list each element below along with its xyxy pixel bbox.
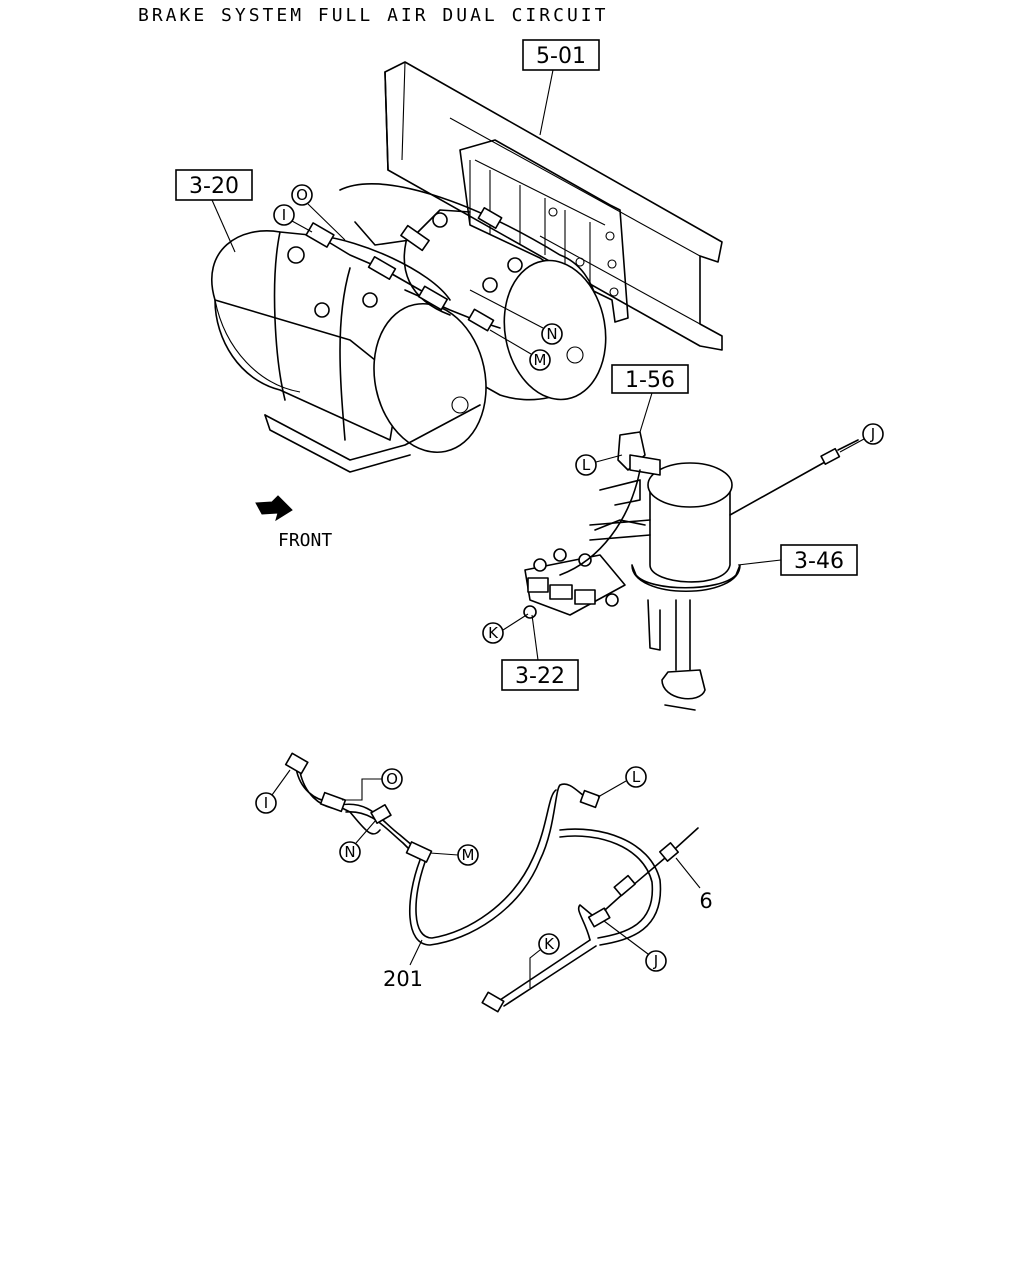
callout-n-lower[interactable]: N xyxy=(339,841,361,863)
ref-box-air-tanks[interactable]: 3-20 xyxy=(175,169,253,201)
leader-air-dryer xyxy=(737,559,782,566)
callout-o-lower[interactable]: O xyxy=(381,768,403,790)
svg-text:J: J xyxy=(653,952,658,970)
ref-label-frame: 5-01 xyxy=(536,44,586,69)
air-dryer-assembly xyxy=(523,431,859,711)
svg-text:N: N xyxy=(344,843,355,861)
callout-j-lower[interactable]: J xyxy=(645,950,667,972)
front-label: FRONT xyxy=(278,530,332,551)
svg-text:K: K xyxy=(544,935,555,953)
svg-text:J: J xyxy=(870,425,875,443)
front-arrow-icon xyxy=(255,495,293,522)
ref-label-relay: 1-56 xyxy=(625,368,675,393)
svg-text:O: O xyxy=(296,186,308,204)
svg-text:M: M xyxy=(462,846,475,864)
air-tanks xyxy=(211,183,607,473)
callout-l-upper[interactable]: L xyxy=(575,454,597,476)
ref-box-relay[interactable]: 1-56 xyxy=(611,364,689,394)
svg-text:M: M xyxy=(534,351,547,369)
callout-m-upper[interactable]: M xyxy=(529,349,551,371)
svg-text:I: I xyxy=(282,206,286,224)
svg-text:L: L xyxy=(582,456,591,474)
leader-valve-block xyxy=(531,614,539,661)
ref-label-air-tanks: 3-20 xyxy=(189,174,239,199)
callout-k-upper[interactable]: K xyxy=(482,622,504,644)
svg-text:N: N xyxy=(546,325,557,343)
callout-n-upper[interactable]: N xyxy=(541,323,563,345)
svg-text:O: O xyxy=(386,770,398,788)
leader-relay xyxy=(639,392,653,433)
part-number-connector: 6 xyxy=(699,889,712,913)
leader-frame xyxy=(539,69,554,136)
ref-box-frame[interactable]: 5-01 xyxy=(522,39,600,71)
ref-label-air-dryer: 3-46 xyxy=(794,549,844,574)
ref-box-air-dryer[interactable]: 3-46 xyxy=(780,544,858,576)
ref-label-valve-block: 3-22 xyxy=(515,664,565,689)
leader-air-tanks xyxy=(211,199,236,253)
svg-text:L: L xyxy=(632,768,641,786)
wiring-harness xyxy=(284,752,699,1013)
callout-l-lower[interactable]: L xyxy=(625,766,647,788)
callout-i-upper[interactable]: I xyxy=(273,204,295,226)
callout-k-lower[interactable]: K xyxy=(538,933,560,955)
callout-m-lower[interactable]: M xyxy=(457,844,479,866)
callout-i-lower[interactable]: I xyxy=(255,792,277,814)
frame-rail xyxy=(384,61,723,351)
ref-box-valve-block[interactable]: 3-22 xyxy=(501,659,579,691)
part-number-harness: 201 xyxy=(383,967,423,991)
callout-o-upper[interactable]: O xyxy=(291,184,313,206)
svg-text:I: I xyxy=(264,794,268,812)
svg-text:K: K xyxy=(488,624,499,642)
diagram-title: BRAKE SYSTEM FULL AIR DUAL CIRCUIT xyxy=(138,5,608,26)
callout-j-upper[interactable]: J xyxy=(862,423,884,445)
